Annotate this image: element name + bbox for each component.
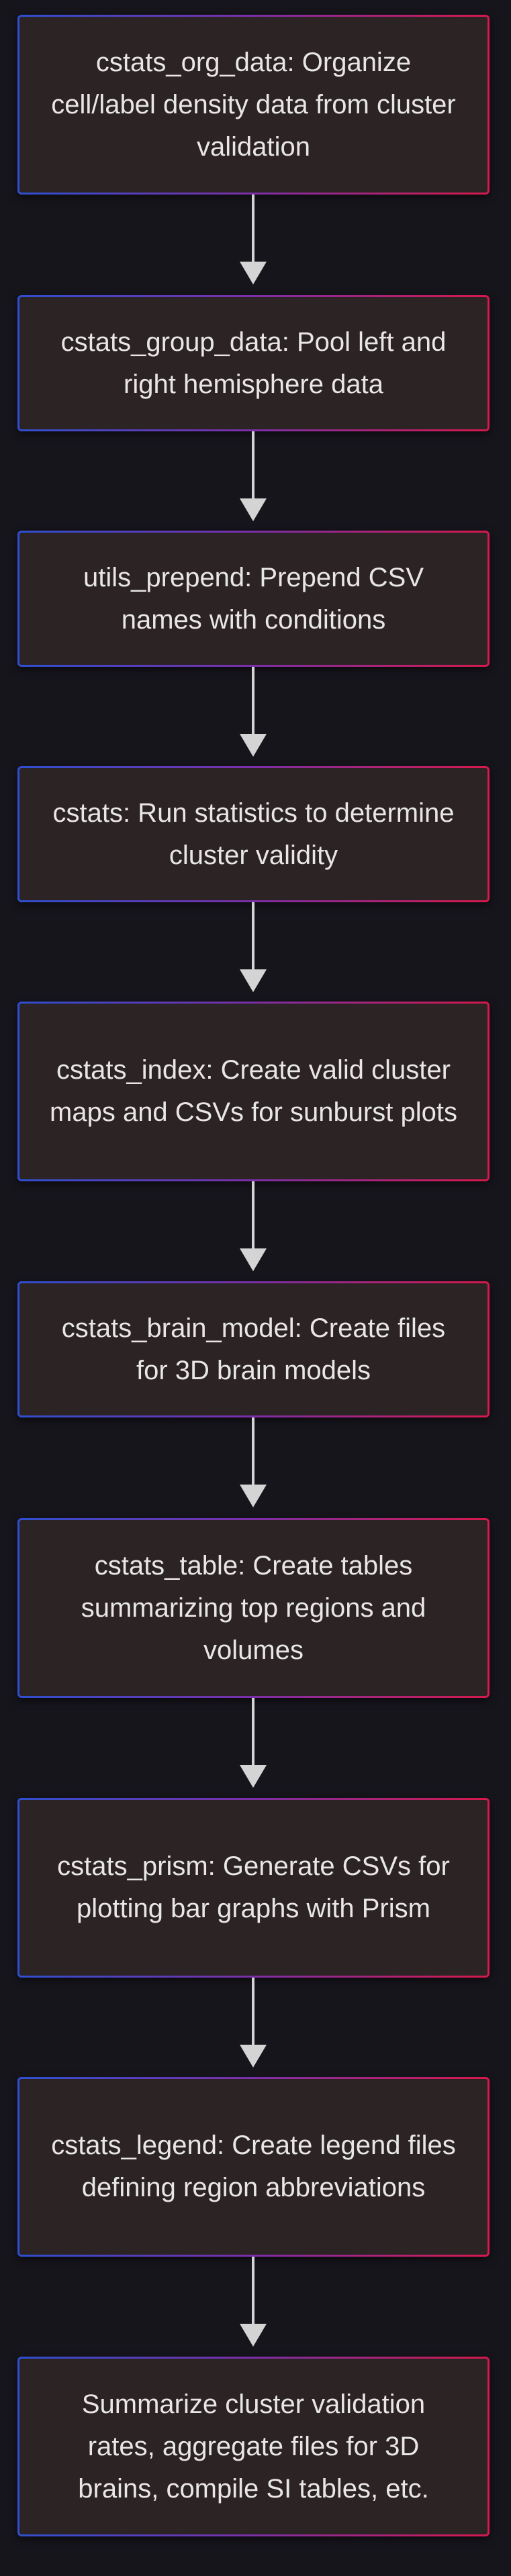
step-cstats: cstats: Run statistics to determine clus… xyxy=(17,766,490,902)
step-label: cstats_brain_model: Create files for 3D … xyxy=(61,1313,446,1385)
step-cstats-brain-model: cstats_brain_model: Create files for 3D … xyxy=(17,1281,490,1417)
arrow-head xyxy=(240,1485,267,1507)
arrow-line xyxy=(252,1698,254,1765)
arrow-line xyxy=(252,667,254,734)
step-label: cstats_legend: Create legend files defin… xyxy=(51,2131,456,2202)
arrow-head xyxy=(240,1765,267,1788)
step-cstats-org-data: cstats_org_data: Organize cell/label den… xyxy=(17,15,490,195)
step-label: cstats_index: Create valid cluster maps … xyxy=(50,1055,457,1127)
step-label: cstats_org_data: Organize cell/label den… xyxy=(51,47,456,162)
step-summarize: Summarize cluster validation rates, aggr… xyxy=(17,2357,490,2536)
arrow-line xyxy=(252,1181,254,1248)
arrow-head xyxy=(240,2324,267,2347)
arrow-line xyxy=(252,902,254,969)
arrow-head xyxy=(240,262,267,284)
step-label: cstats: Run statistics to determine clus… xyxy=(52,798,455,870)
arrow-line xyxy=(252,431,254,498)
arrow-head xyxy=(240,969,267,992)
step-cstats-legend: cstats_legend: Create legend files defin… xyxy=(17,2077,490,2257)
step-cstats-table: cstats_table: Create tables summarizing … xyxy=(17,1518,490,1698)
arrow-head xyxy=(240,1248,267,1271)
step-cstats-group-data: cstats_group_data: Pool left and right h… xyxy=(17,295,490,431)
step-label: cstats_prism: Generate CSVs for plotting… xyxy=(57,1851,450,1923)
step-label: cstats_group_data: Pool left and right h… xyxy=(60,327,447,399)
arrow-head xyxy=(240,2045,267,2068)
step-label: utils_prepend: Prepend CSV names with co… xyxy=(83,562,424,635)
step-cstats-index: cstats_index: Create valid cluster maps … xyxy=(17,1002,490,1181)
arrow-head xyxy=(240,734,267,757)
arrow-line xyxy=(252,195,254,262)
arrow-head xyxy=(240,498,267,521)
step-label: Summarize cluster validation rates, aggr… xyxy=(78,2389,429,2504)
step-label: cstats_table: Create tables summarizing … xyxy=(81,1550,426,1665)
step-cstats-prism: cstats_prism: Generate CSVs for plotting… xyxy=(17,1798,490,1978)
arrow-line xyxy=(252,1417,254,1485)
arrow-line xyxy=(252,2257,254,2324)
arrow-line xyxy=(252,1978,254,2045)
step-utils-prepend: utils_prepend: Prepend CSV names with co… xyxy=(17,531,490,667)
